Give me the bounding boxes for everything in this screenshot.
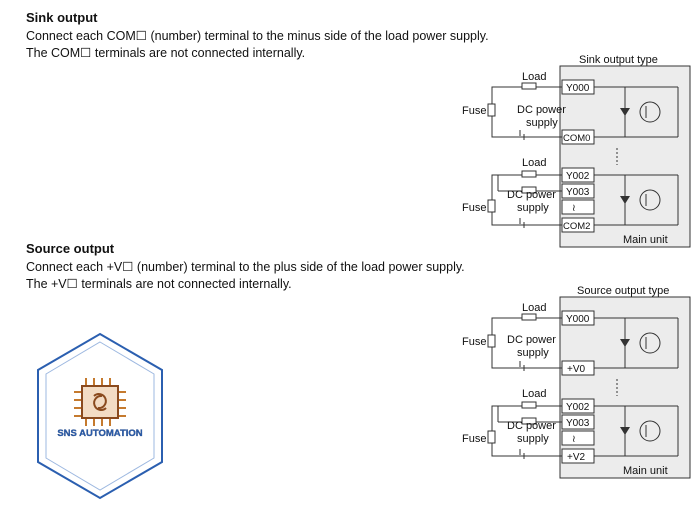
- source-load-label-1: Load: [522, 302, 546, 314]
- svg-text:Y000: Y000: [566, 314, 590, 325]
- svg-text:Y000: Y000: [566, 83, 590, 94]
- source-fuse-label-1: Fuse: [462, 336, 486, 348]
- fuse-icon: [487, 103, 496, 117]
- svg-text:+V2: +V2: [567, 452, 586, 463]
- load-resistor-icon: [521, 82, 537, 90]
- fuse-icon: [487, 334, 496, 348]
- sink-output-line-2: The COM☐ terminals are not connected int…: [26, 46, 306, 60]
- svg-text:+V0: +V0: [567, 364, 586, 375]
- sink-dc-label-1b: supply: [526, 117, 558, 129]
- terminal-wave: ≀: [561, 199, 595, 215]
- source-output-line-1: Connect each +V☐ (number) terminal to th…: [26, 260, 465, 274]
- terminal-com2: COM2: [561, 217, 595, 233]
- load-resistor-icon: [521, 417, 537, 425]
- diode-icon: [620, 108, 630, 116]
- sink-dc-label-1a: DC power: [517, 104, 566, 116]
- source-type-label: Source output type: [577, 285, 669, 297]
- terminal-y003: Y003: [561, 414, 595, 430]
- sink-opto-lower: [594, 174, 679, 226]
- terminal-wave: ≀: [561, 430, 595, 446]
- sink-output-heading: Sink output: [26, 10, 98, 25]
- terminal-y000: Y000: [561, 310, 595, 326]
- source-dc-label-1b: supply: [517, 347, 549, 359]
- sink-dc-label-2a: DC power: [507, 189, 556, 201]
- svg-text:Y002: Y002: [566, 171, 590, 182]
- sink-load-label-2: Load: [522, 157, 546, 169]
- source-dc-label-1a: DC power: [507, 334, 556, 346]
- sink-type-label: Sink output type: [579, 54, 658, 66]
- source-dc-label-2b: supply: [517, 433, 549, 445]
- source-load-label-2: Load: [522, 388, 546, 400]
- svg-text:Y003: Y003: [566, 418, 590, 429]
- fuse-icon: [487, 199, 496, 213]
- terminal-v0: +V0: [561, 360, 595, 376]
- source-output-diagram: Source output type Main unit Y000 +V0 Y0…: [450, 281, 700, 481]
- sink-load-label-1: Load: [522, 71, 546, 83]
- fuse-icon: [487, 430, 496, 444]
- load-resistor-icon: [521, 313, 537, 321]
- load-resistor-icon: [521, 401, 537, 409]
- sink-output-diagram: Sink output type Main unit Y000 COM0 Y00…: [450, 50, 700, 250]
- load-resistor-icon: [521, 170, 537, 178]
- diode-icon: [620, 339, 630, 347]
- terminal-v2: +V2: [561, 448, 595, 464]
- sink-output-line-1: Connect each COM☐ (number) terminal to t…: [26, 29, 489, 43]
- sns-automation-logo: SNS AUTOMATION: [36, 332, 164, 500]
- terminal-y003: Y003: [561, 183, 595, 199]
- sink-opto-upper: [594, 86, 679, 138]
- logo-text: SNS AUTOMATION: [57, 428, 142, 439]
- svg-text:Y003: Y003: [566, 187, 590, 198]
- sink-fuse-label-2: Fuse: [462, 202, 486, 214]
- svg-text:≀: ≀: [572, 203, 576, 214]
- diode-icon: [620, 196, 630, 204]
- diode-icon: [620, 427, 630, 435]
- source-main-unit-label: Main unit: [623, 465, 668, 477]
- source-output-heading: Source output: [26, 241, 115, 256]
- svg-text:COM2: COM2: [563, 221, 590, 232]
- load-resistor-icon: [521, 186, 537, 194]
- sink-main-unit-label: Main unit: [623, 234, 668, 246]
- terminal-com0: COM0: [561, 129, 595, 145]
- terminal-y000: Y000: [561, 79, 595, 95]
- svg-text:COM0: COM0: [563, 133, 590, 144]
- sink-fuse-label-1: Fuse: [462, 105, 486, 117]
- sink-dc-label-2b: supply: [517, 202, 549, 214]
- source-fuse-label-2: Fuse: [462, 433, 486, 445]
- source-dc-label-2a: DC power: [507, 420, 556, 432]
- svg-text:Y002: Y002: [566, 402, 590, 413]
- chip-icon: [74, 378, 126, 426]
- terminal-y002: Y002: [561, 398, 595, 414]
- svg-text:≀: ≀: [572, 434, 576, 445]
- source-output-line-2: The +V☐ terminals are not connected inte…: [26, 277, 292, 291]
- terminal-y002: Y002: [561, 167, 595, 183]
